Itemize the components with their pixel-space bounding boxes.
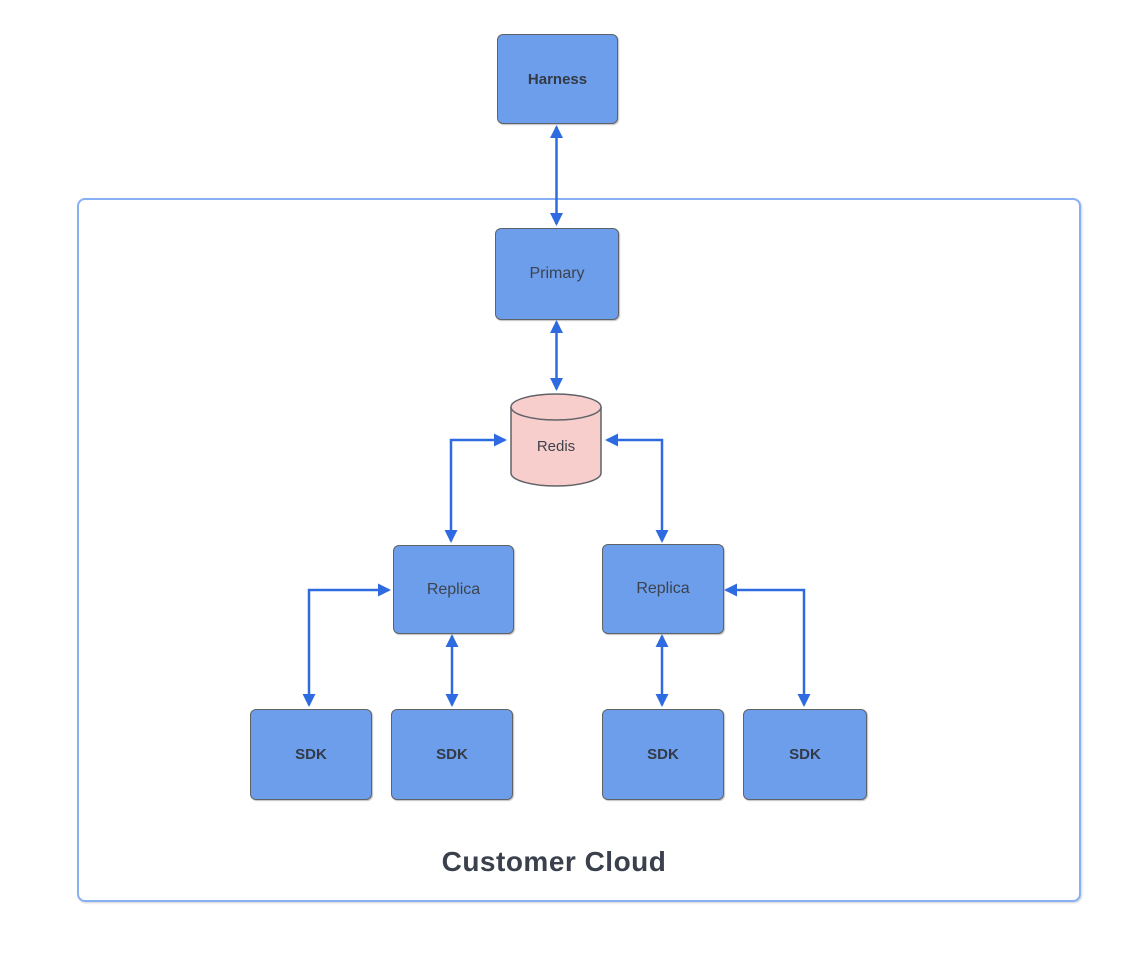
node-redis-label: Redis bbox=[536, 437, 576, 455]
node-replica-right-label: Replica bbox=[636, 580, 690, 597]
node-sdk-2: SDK bbox=[391, 709, 513, 800]
node-sdk-4: SDK bbox=[743, 709, 867, 800]
node-replica-left: Replica bbox=[393, 545, 514, 634]
node-sdk-4-label: SDK bbox=[789, 746, 821, 763]
node-replica-right: Replica bbox=[602, 544, 724, 634]
node-primary-label: Primary bbox=[529, 265, 585, 282]
node-replica-left-label: Replica bbox=[426, 580, 481, 598]
node-sdk-1-label: SDK bbox=[295, 746, 327, 763]
node-primary: Primary bbox=[495, 228, 619, 320]
cylinder-top bbox=[510, 393, 602, 421]
cylinder-shape-icon bbox=[510, 393, 602, 487]
node-sdk-3: SDK bbox=[602, 709, 724, 800]
node-harness: Harness bbox=[497, 34, 618, 124]
cylinder-body bbox=[510, 407, 602, 487]
node-redis: Redis bbox=[509, 392, 603, 488]
node-sdk-2-label: SDK bbox=[436, 746, 468, 763]
customer-cloud-label: Customer Cloud bbox=[441, 846, 667, 877]
node-sdk-1: SDK bbox=[250, 709, 372, 800]
node-sdk-3-label: SDK bbox=[647, 746, 679, 763]
node-harness-label: Harness bbox=[527, 70, 588, 88]
